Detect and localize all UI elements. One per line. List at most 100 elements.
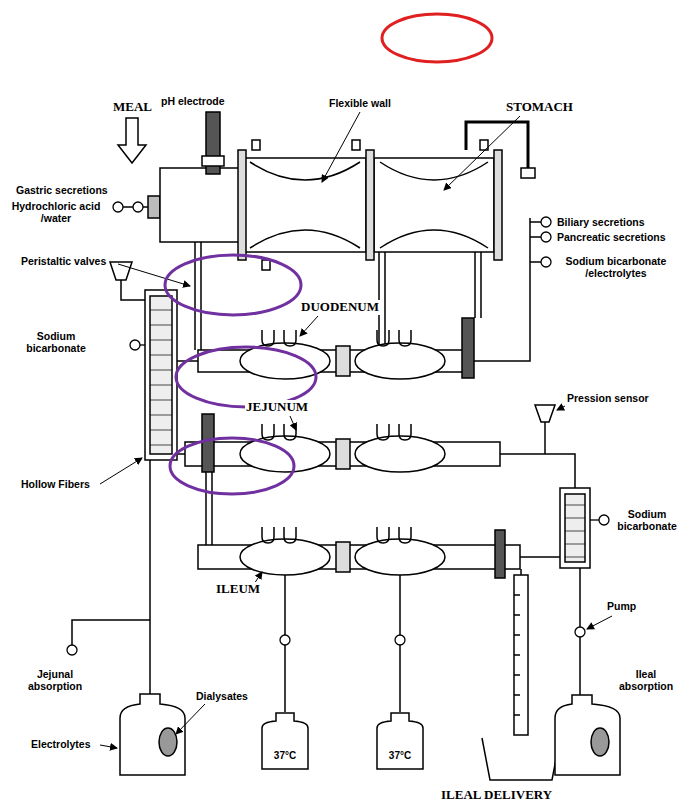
jejunum-compartment	[336, 439, 350, 469]
valve-symbol	[530, 222, 541, 262]
annotation-ellipse	[165, 255, 301, 315]
hollow-fiber-module	[565, 494, 585, 562]
connecting-tube	[284, 575, 286, 712]
compartment-label: STOMACH	[505, 100, 574, 115]
ileum-compartment	[240, 539, 330, 575]
ileal-delivery-column	[514, 575, 528, 735]
leader-line	[322, 112, 360, 182]
valve-symbol	[280, 635, 290, 645]
valve-symbol	[541, 257, 551, 267]
connecting-tube	[72, 218, 580, 712]
secretion-label: Sodium bicarbonate /electrolytes	[556, 255, 676, 279]
stomach-unit	[244, 158, 366, 252]
leader-line	[444, 116, 520, 190]
stomach-unit	[238, 150, 246, 260]
stomach-unit	[262, 260, 270, 270]
output-label: ILEAL DELIVERY	[440, 788, 553, 803]
secretion-label: Sodium bicarbonate	[15, 330, 97, 354]
valve-symbol	[133, 202, 143, 212]
valve-symbol	[541, 217, 551, 227]
stomach-unit	[202, 156, 224, 166]
stomach-unit	[521, 168, 535, 178]
valve-symbol	[113, 202, 123, 212]
stomach-unit	[252, 140, 260, 150]
stomach-unit	[494, 150, 502, 260]
stomach-unit	[118, 112, 535, 270]
valve-symbol	[590, 519, 599, 520]
stomach-unit	[352, 140, 360, 150]
leader-line	[100, 745, 117, 748]
secretion-label: Biliary secretions	[556, 216, 646, 228]
leader-line	[587, 616, 612, 629]
ileum-compartment	[198, 527, 520, 578]
part-label: Peristaltic valves	[20, 255, 107, 267]
connecting-tube	[579, 568, 581, 695]
bottle-outline	[259, 712, 311, 770]
stomach-unit	[160, 168, 240, 242]
hollow-fiber-module	[565, 505, 585, 557]
compartment-label: ILEUM	[215, 582, 261, 597]
leader-line	[100, 458, 142, 484]
secretion-label: Pancreatic secretions	[556, 231, 667, 243]
ileal-delivery-column	[482, 575, 560, 780]
connecting-tube	[399, 575, 401, 712]
connecting-tube	[72, 620, 150, 645]
connecting-tube	[500, 454, 575, 488]
duodenum-compartment	[355, 343, 445, 379]
duodenum-compartment	[462, 318, 474, 378]
annotation-ellipse	[170, 438, 294, 494]
connecting-tube	[475, 252, 481, 318]
dialysate-bottle	[120, 694, 620, 775]
stomach-unit	[466, 122, 528, 168]
funnel	[535, 405, 555, 422]
annotation-ellipse	[382, 14, 492, 62]
temperature-label: 37°C	[374, 712, 426, 761]
compartment-label: JEJUNUM	[245, 400, 309, 415]
part-label: Flexible wall	[328, 97, 392, 109]
leader-line	[176, 704, 205, 734]
valve-symbol	[130, 340, 140, 350]
jejunum-compartment	[202, 414, 214, 472]
bottle-outline	[374, 712, 426, 770]
connecting-tube	[121, 280, 145, 300]
ileal-delivery-column	[482, 738, 560, 780]
valve-symbol	[67, 645, 77, 655]
stomach-unit	[118, 118, 146, 163]
hollow-fiber-module	[150, 310, 172, 445]
stomach-unit	[148, 196, 160, 218]
connecting-tube	[474, 218, 530, 361]
connecting-tube	[520, 556, 560, 558]
secretion-label: Gastric secretions	[15, 184, 109, 196]
jejunum-compartment	[185, 414, 500, 472]
valve-symbol	[123, 206, 148, 207]
ileum-compartment	[355, 539, 445, 575]
stomach-unit	[374, 158, 494, 252]
dialysate-bottle	[159, 728, 177, 756]
duodenum-compartment	[336, 346, 350, 376]
duodenum-compartment	[262, 330, 411, 346]
part-label: Pump	[606, 600, 637, 612]
ileal-delivery-column	[514, 595, 520, 715]
connecting-tube	[544, 422, 546, 454]
connecting-tube	[520, 569, 522, 575]
jejunum-compartment	[355, 436, 445, 472]
ileum-compartment	[262, 527, 411, 543]
connecting-tube	[149, 460, 151, 694]
dialysate-bottle	[591, 728, 609, 756]
hollow-fiber-module	[150, 296, 172, 454]
stomach-unit	[380, 162, 488, 180]
part-label: Dialysates	[195, 690, 249, 702]
secretion-label: Sodium bicarbonate	[614, 508, 680, 532]
leader-line	[290, 416, 296, 430]
hollow-fiber-module	[560, 488, 590, 568]
valve-symbol	[599, 515, 609, 525]
part-label: pH electrode	[160, 95, 226, 107]
hollow-fiber-module	[145, 290, 590, 568]
dialysate-bottle	[120, 694, 185, 775]
output-label: Jejunal absorption	[15, 668, 95, 692]
stomach-unit	[250, 230, 360, 248]
sample-bottle: 37°C	[374, 712, 426, 770]
stomach-unit	[366, 150, 374, 260]
leader-line	[100, 112, 612, 748]
annotation-ellipse	[176, 347, 316, 407]
